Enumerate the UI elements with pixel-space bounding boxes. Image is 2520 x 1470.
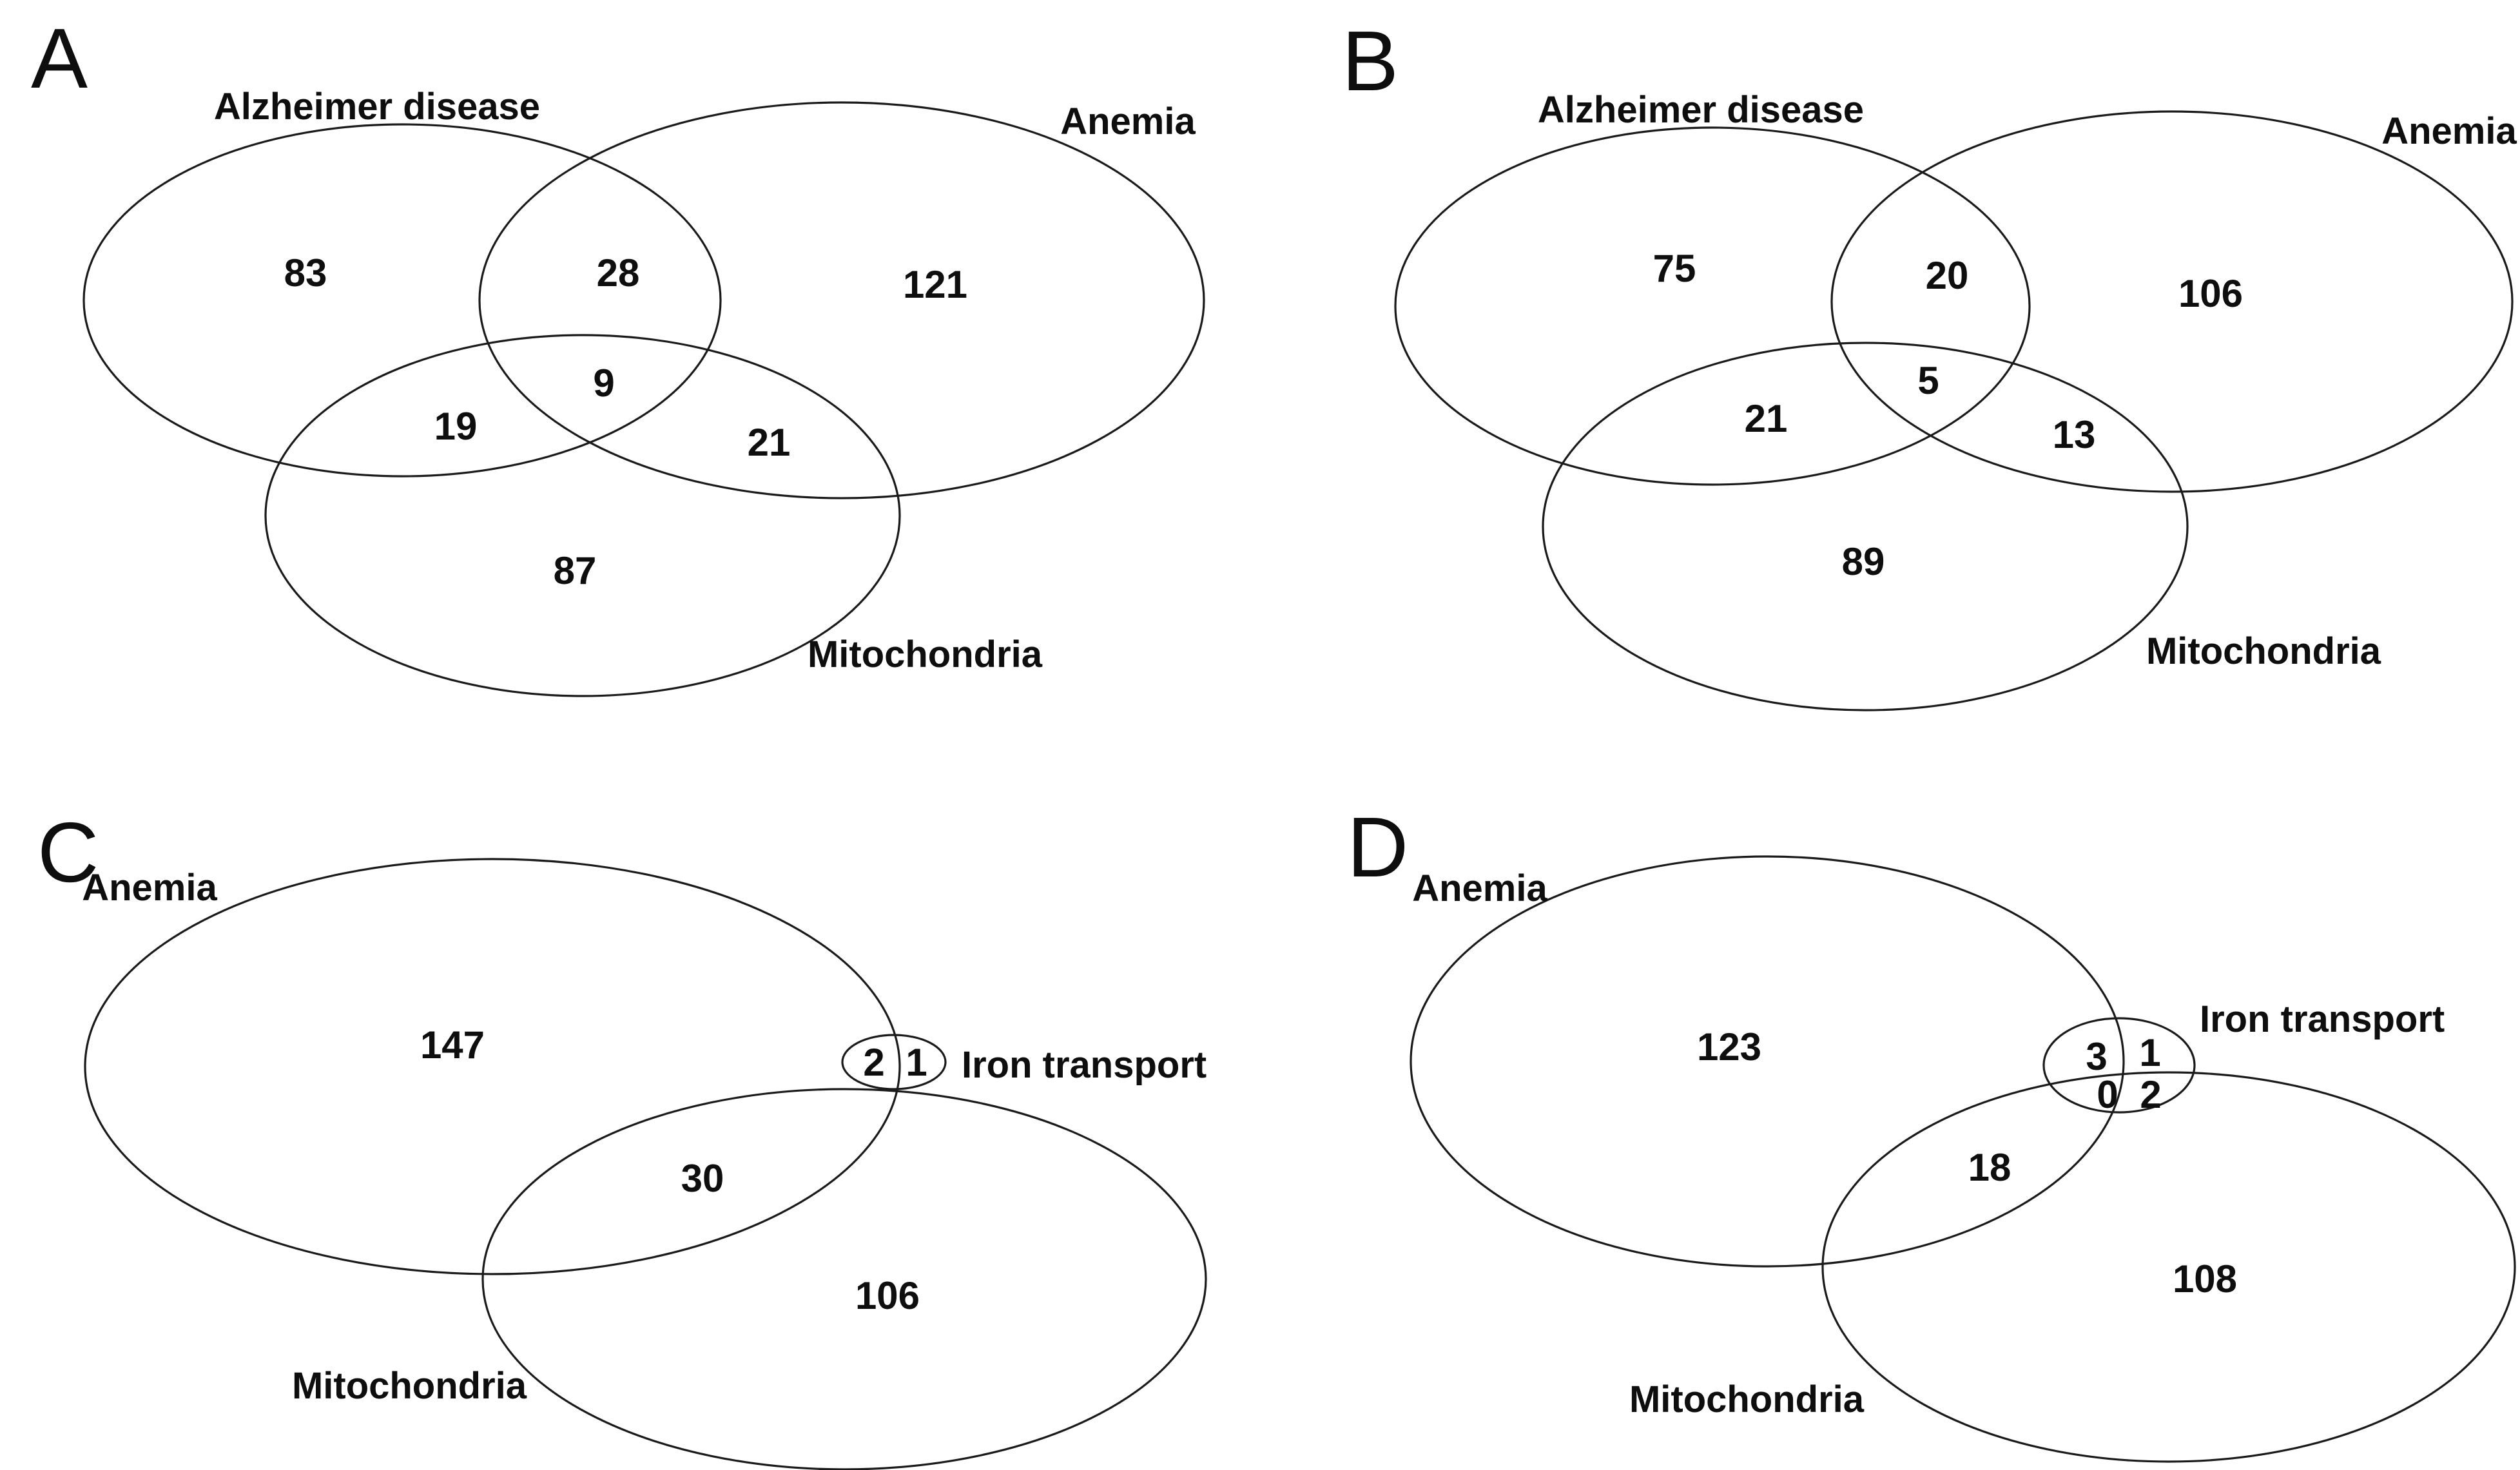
ellipse-mitochondria-panel-b: [1542, 342, 2189, 711]
count-anemia-and-mitochondria-panel-d: 18: [1968, 1146, 2011, 1189]
count-mitochondria-only-panel-c: 106: [855, 1274, 920, 1317]
set-label-anemia-panel-b: Anemia: [2381, 110, 2517, 152]
set-label-anemia-panel-a: Anemia: [1060, 101, 1196, 142]
ellipse-alzheimer-disease-panel-b: [1394, 126, 2031, 486]
panel-letter-a: A: [31, 11, 88, 106]
count-mitochondria-only-panel-b: 89: [1842, 540, 1885, 583]
ellipse-mitochondria-panel-c: [481, 1088, 1207, 1470]
set-label-iron-transport-panel-c: Iron transport: [962, 1044, 1207, 1086]
count-mitochondria-only-panel-a: 87: [554, 549, 597, 592]
count-alzheimer-disease-and-anemia-panel-a: 28: [597, 251, 640, 295]
count-mitochondria-only-panel-d: 108: [2173, 1257, 2237, 1301]
panel-letter-c: C: [37, 805, 99, 900]
ellipse-iron-transport-panel-d: [2042, 1017, 2196, 1114]
count-anemia-and-mitochondria-panel-b: 13: [2053, 413, 2096, 456]
count-mitochondria-and-iron-transport-panel-d: 2: [2140, 1073, 2161, 1116]
set-label-anemia-panel-c: Anemia: [82, 867, 217, 909]
ellipse-mitochondria-panel-a: [264, 334, 901, 697]
count-alzheimer-disease-and-mitochondria-panel-a: 19: [434, 405, 478, 448]
count-alzheimer-disease-and-mitochondria-panel-b: 21: [1745, 397, 1788, 440]
count-anemia-and-mitochondria-panel-c: 30: [681, 1157, 724, 1200]
count-alzheimer-disease-only-panel-a: 83: [284, 251, 327, 295]
panel-letter-d: D: [1347, 800, 1408, 895]
count-anemia-and-iron-transport-panel-c: 2: [863, 1041, 884, 1084]
ellipse-anemia-panel-b: [1830, 110, 2514, 493]
count-iron-transport-only-panel-d: 1: [2139, 1031, 2160, 1074]
set-label-alzheimer-disease-panel-b: Alzheimer disease: [1538, 89, 1864, 131]
ellipse-alzheimer-disease-panel-a: [82, 123, 722, 478]
count-alzheimer-disease-only-panel-b: 75: [1653, 247, 1696, 290]
ellipse-iron-transport-panel-c: [841, 1034, 947, 1090]
count-anemia-and-mitochondria-panel-a: 21: [748, 421, 791, 464]
count-anemia-and-iron-transport-panel-d: 3: [2086, 1035, 2107, 1078]
count-alzheimer-disease-and-anemia-panel-b: 20: [1926, 254, 1969, 297]
set-label-alzheimer-disease-panel-a: Alzheimer disease: [214, 86, 540, 128]
count-anemia-only-panel-c: 147: [420, 1023, 485, 1067]
set-label-mitochondria-panel-d: Mitochondria: [1629, 1378, 1865, 1420]
set-label-mitochondria-panel-a: Mitochondria: [808, 633, 1043, 675]
panel-letter-b: B: [1342, 14, 1399, 108]
ellipse-anemia-panel-a: [478, 101, 1205, 499]
count-alzheimer-disease-and-anemia-and-mitochondria-panel-b: 5: [1917, 359, 1939, 402]
count-anemia-only-panel-d: 123: [1697, 1025, 1761, 1069]
set-label-mitochondria-panel-c: Mitochondria: [292, 1365, 527, 1407]
set-label-iron-transport-panel-d: Iron transport: [2200, 998, 2445, 1040]
set-label-anemia-panel-d: Anemia: [1412, 867, 1547, 909]
count-iron-transport-only-panel-c: 1: [906, 1041, 927, 1084]
ellipse-mitochondria-panel-d: [1821, 1071, 2516, 1463]
count-anemia-and-mitochondria-and-iron-transport-panel-d: 0: [2097, 1073, 2118, 1116]
count-anemia-only-panel-b: 106: [2178, 272, 2243, 315]
ellipse-anemia-panel-c: [84, 858, 901, 1275]
set-label-mitochondria-panel-b: Mitochondria: [2146, 630, 2381, 672]
count-anemia-only-panel-a: 121: [903, 263, 967, 306]
count-alzheimer-disease-and-anemia-and-mitochondria-panel-a: 9: [593, 362, 614, 405]
ellipse-anemia-panel-d: [1410, 855, 2125, 1268]
